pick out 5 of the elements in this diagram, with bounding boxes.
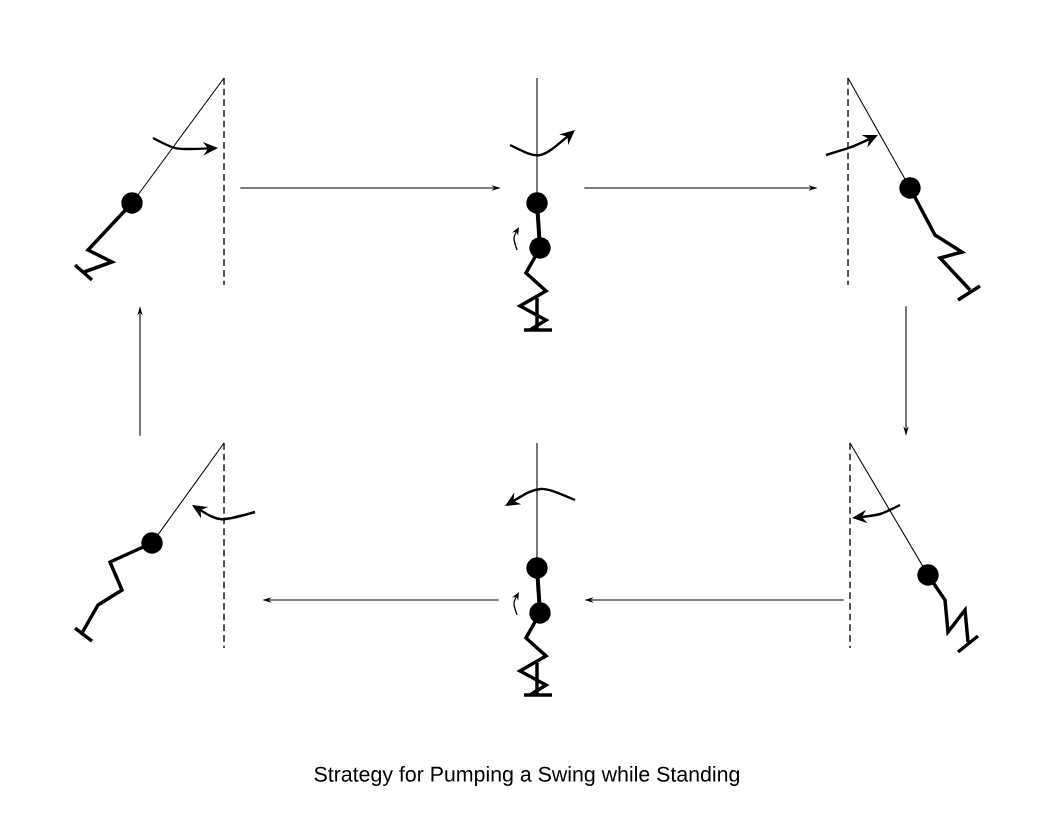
swinger-drawing <box>73 77 225 286</box>
swinger-drawing <box>849 442 980 654</box>
caption: Strategy for Pumping a Swing while Standing <box>314 766 739 786</box>
swinger-drawing <box>73 442 256 649</box>
swinger-drawing <box>825 77 981 302</box>
